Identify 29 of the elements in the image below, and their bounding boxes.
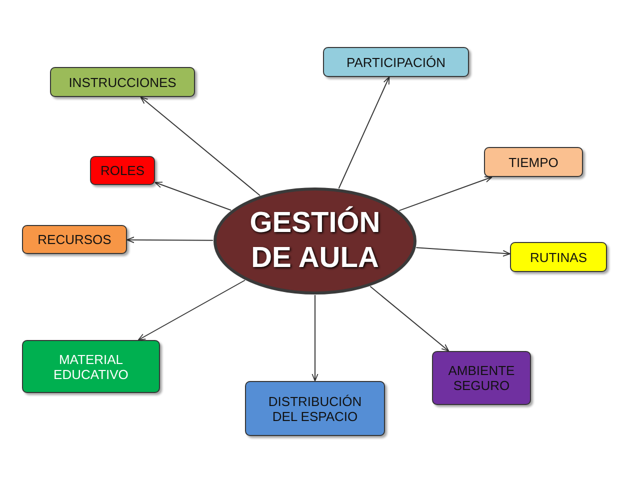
- arrow: [154, 182, 232, 211]
- central-ellipse: [213, 187, 417, 295]
- node-label: ROLES: [99, 163, 146, 178]
- arrow: [140, 96, 260, 196]
- node-label: MATERIAL EDUCATIVO: [52, 352, 130, 382]
- node-label: PARTICIPACIÓN: [346, 54, 446, 70]
- topic-box: [432, 351, 531, 405]
- topic-box: [245, 381, 385, 436]
- node-label: RECURSOS: [36, 232, 112, 247]
- arrow: [370, 286, 450, 352]
- node-label: TIEMPO: [508, 154, 560, 170]
- topic-box: [484, 147, 583, 177]
- topic-box: [50, 67, 195, 97]
- topic-box: [90, 156, 155, 185]
- node-label: INSTRUCCIONES: [68, 74, 178, 90]
- arrow: [398, 176, 493, 212]
- arrow: [416, 247, 510, 257]
- topic-box: [22, 225, 127, 254]
- topic-box: [510, 242, 607, 272]
- topic-box: [323, 47, 469, 77]
- arrow: [312, 294, 318, 382]
- node-label: DISTRIBUCIÓN DEL ESPACIO: [267, 394, 363, 424]
- arrow: [138, 280, 246, 340]
- arrow: [338, 76, 390, 189]
- node-label: AMBIENTE SEGURO: [447, 363, 516, 393]
- node-label: RUTINAS: [528, 250, 588, 264]
- topic-box: [22, 340, 160, 393]
- arrow: [126, 236, 214, 244]
- node-label: GESTIÓN DE AULA: [248, 206, 382, 276]
